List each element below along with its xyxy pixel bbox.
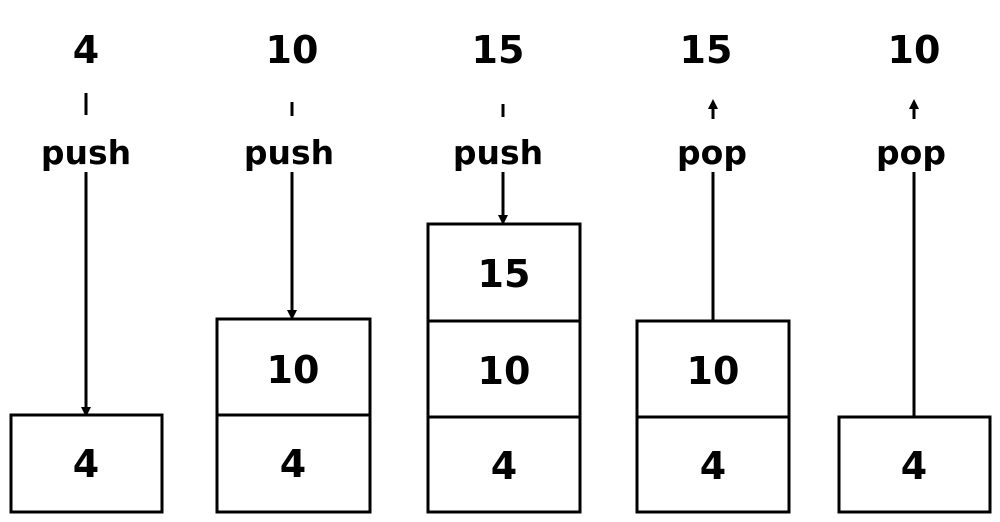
operation-label: push (453, 133, 543, 172)
cell-value: 10 (478, 349, 531, 393)
step-4: 15 pop 10 4 (635, 28, 791, 514)
stack-cell (9, 413, 164, 514)
stack-cell (426, 319, 582, 419)
cell-value: 10 (267, 348, 320, 392)
step-5: 10 pop 4 (837, 28, 992, 514)
stack-cell (635, 319, 791, 419)
cell-value: 4 (280, 442, 306, 486)
stack: 4 (837, 415, 992, 514)
step-value: 15 (472, 28, 525, 72)
stack: 10 4 (215, 317, 372, 514)
stack: 15 10 4 (426, 222, 582, 514)
stack: 10 4 (635, 319, 791, 514)
step-2: 10 push 10 4 (215, 28, 372, 514)
operation-label: pop (876, 133, 946, 172)
stack-cell (426, 415, 582, 514)
operation-label: pop (677, 133, 747, 172)
operation-label: push (41, 133, 131, 172)
cell-value: 4 (73, 442, 99, 486)
step-value: 10 (888, 28, 941, 72)
step-value: 15 (680, 28, 733, 72)
cell-value: 10 (687, 349, 740, 393)
step-value: 4 (73, 28, 99, 72)
operation-label: push (244, 133, 334, 172)
stack-cell (215, 413, 372, 514)
step-value: 10 (266, 28, 319, 72)
stack-cell (635, 415, 791, 514)
cell-value: 4 (491, 444, 517, 488)
step-3: 15 push 15 10 4 (426, 28, 582, 514)
stack-cell (837, 415, 992, 514)
stack: 4 (9, 413, 164, 514)
cell-value: 4 (700, 444, 726, 488)
cell-value: 15 (478, 252, 531, 296)
step-1: 4 push 4 (9, 28, 164, 514)
cell-value: 4 (901, 444, 927, 488)
